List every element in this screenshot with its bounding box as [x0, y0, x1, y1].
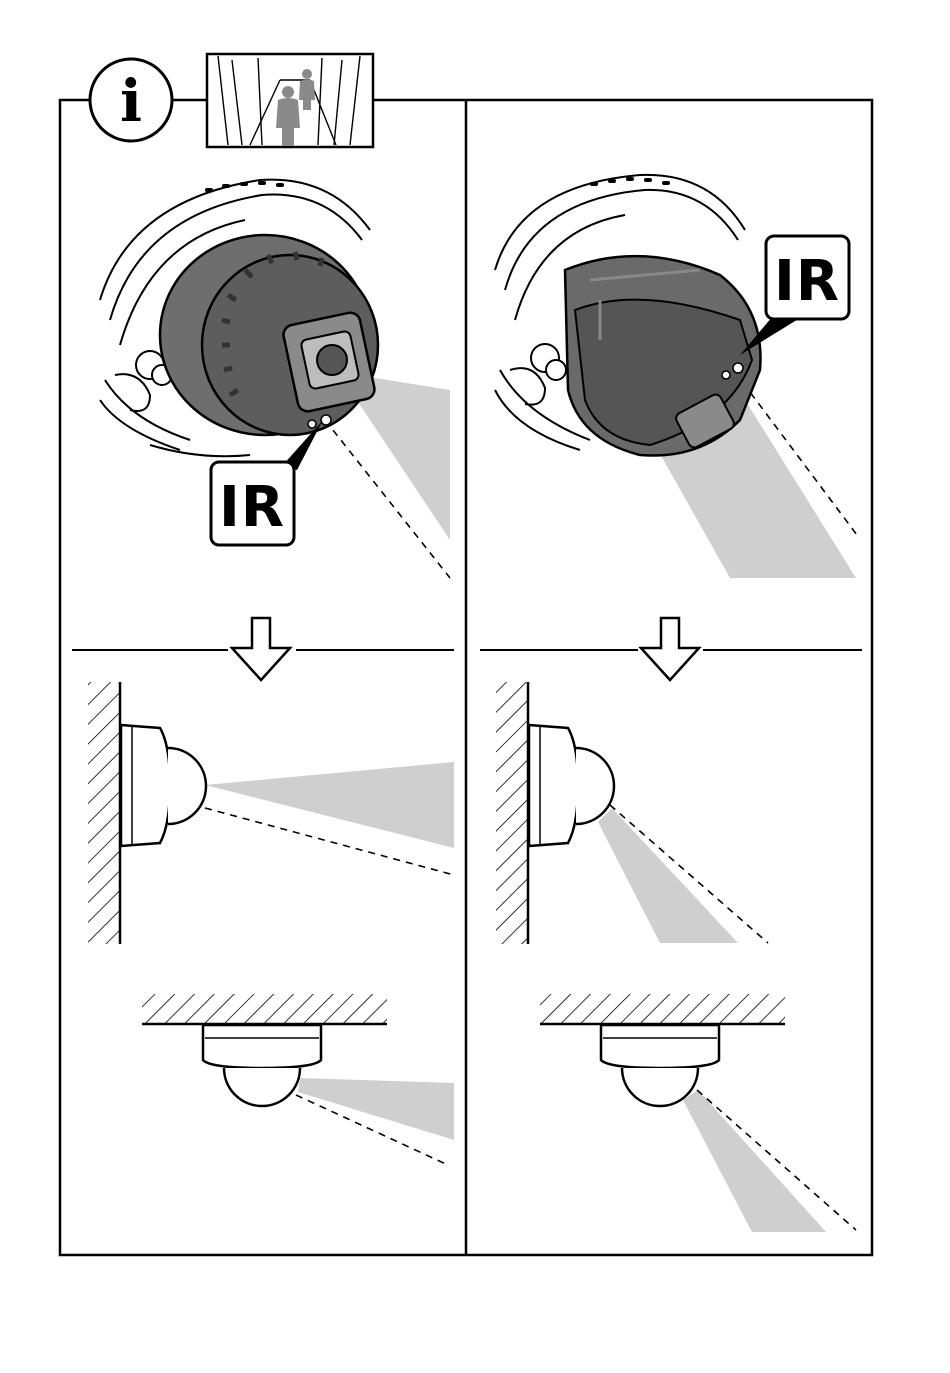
- right-divider: [480, 618, 862, 680]
- info-icon: i: [90, 59, 172, 141]
- left-ceiling-mount: [142, 994, 454, 1165]
- right-wall-light-beam: [598, 808, 738, 943]
- right-ceiling-mount: [540, 994, 856, 1232]
- right-ceiling-light-beam: [683, 1090, 826, 1232]
- right-ir-callout: IR: [740, 236, 849, 355]
- left-wall-mount: [88, 682, 454, 944]
- left-divider: [72, 618, 454, 680]
- right-wall-mount: [496, 682, 768, 944]
- left-down-arrow-icon: [232, 618, 290, 680]
- right-ir-label: IR: [774, 249, 840, 314]
- corridor-view-icon: [207, 54, 373, 147]
- left-ir-label: IR: [219, 475, 285, 540]
- info-glyph: i: [120, 67, 142, 135]
- left-wall-light-beam: [205, 762, 454, 848]
- left-ceiling-light-beam: [298, 1078, 454, 1140]
- left-ir-callout: IR: [211, 420, 323, 545]
- right-down-arrow-icon: [641, 618, 699, 680]
